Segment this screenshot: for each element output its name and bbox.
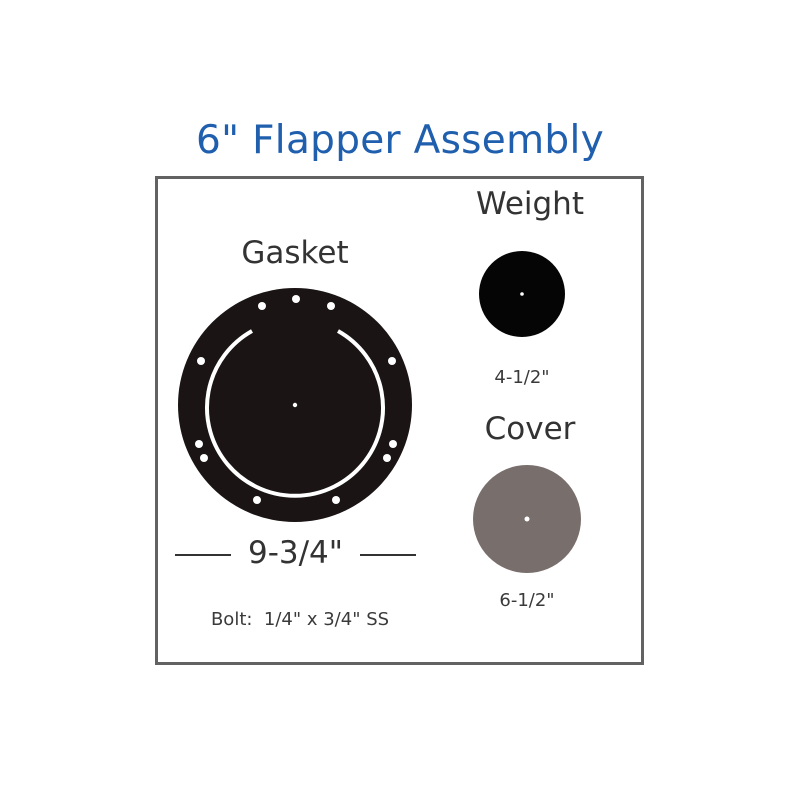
bolt-note: Bolt: 1/4" x 3/4" SS bbox=[210, 609, 390, 630]
cover-dimension: 6-1/2" bbox=[499, 590, 555, 611]
gasket-label: Gasket bbox=[241, 235, 349, 271]
weight-dimension: 4-1/2" bbox=[494, 367, 550, 388]
weight-icon bbox=[479, 251, 565, 337]
assembly-panel bbox=[155, 176, 644, 665]
cover-icon bbox=[473, 465, 581, 573]
cover-label: Cover bbox=[484, 411, 576, 447]
weight-label: Weight bbox=[475, 186, 584, 222]
gasket-dimension: 9-3/4" bbox=[247, 535, 344, 571]
diagram-title: 6" Flapper Assembly bbox=[196, 118, 604, 163]
gasket-icon bbox=[178, 288, 412, 522]
